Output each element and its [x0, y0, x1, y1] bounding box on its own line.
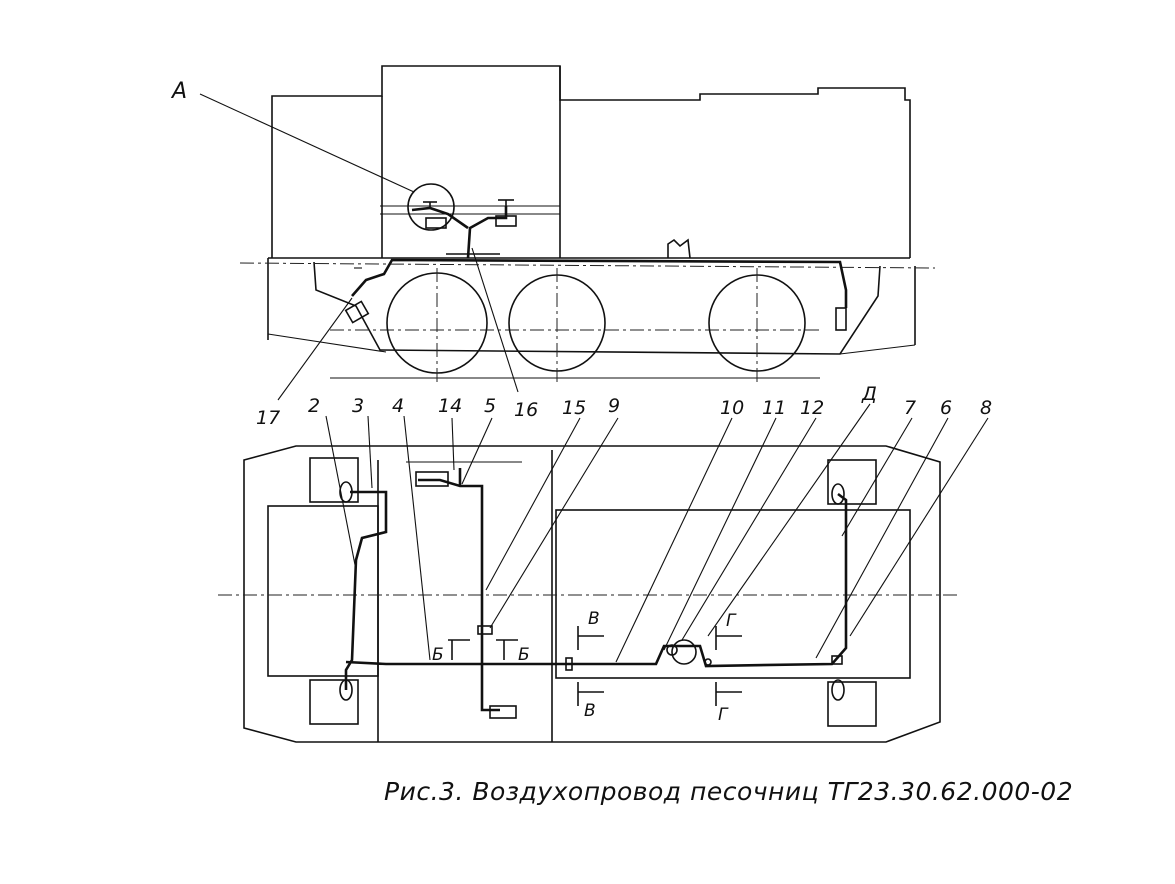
section-b-left-label: Б: [432, 645, 444, 665]
sander-fr: [831, 483, 845, 505]
section-v-bottom-label: В: [584, 701, 596, 721]
label-10: 10: [720, 397, 744, 419]
label-12: 12: [800, 397, 824, 419]
sander-rr: [831, 679, 845, 701]
leader-7: [841, 417, 913, 537]
label-2: 2: [308, 395, 320, 417]
coupling-9: [477, 625, 493, 635]
leader-9: [489, 417, 619, 629]
plan-right-hood: [555, 509, 911, 679]
vertical-feed-pipe: [466, 206, 508, 259]
label-11: 11: [762, 397, 786, 419]
section-v-top-label: В: [588, 609, 600, 629]
leader-17: [277, 297, 353, 401]
leader-d: [707, 403, 871, 637]
valve-a-right: [495, 215, 517, 227]
leader-5: [461, 417, 493, 485]
sandbox-rear-left: [309, 679, 359, 725]
side-axis-line: [239, 262, 936, 269]
pipe-bracket-mid: [667, 238, 691, 259]
sandbox-front-right: [827, 459, 877, 505]
valve-14: [415, 471, 449, 487]
fitting-11: [666, 644, 678, 656]
plan-frame-outline: [243, 445, 941, 743]
reservoir-12: [671, 639, 697, 665]
valve-rear-center: [489, 705, 517, 719]
sander-nozzle-left: [344, 300, 370, 324]
section-g-top-label: Г: [726, 611, 737, 631]
leader-6: [815, 417, 949, 659]
sandbox-rear-right: [827, 681, 877, 727]
label-6: 6: [940, 397, 952, 419]
center-branch-pipe: [418, 478, 500, 712]
figure-caption: Рис.3. Воздухопровод песочниц ТГ23.30.62…: [384, 777, 1073, 806]
label-8: 8: [980, 397, 992, 419]
leader-11: [663, 417, 777, 651]
label-17: 17: [256, 407, 280, 429]
label-d: Д: [861, 383, 877, 405]
section-g-bottom-label: Г: [718, 705, 729, 725]
leader-10: [615, 417, 733, 663]
valve-a-left: [425, 217, 447, 229]
leader-lines: [277, 247, 989, 663]
sander-nozzle-right: [835, 307, 847, 331]
left-riser-pipe: [344, 490, 388, 690]
drain-fitting: [704, 658, 712, 666]
label-5: 5: [484, 395, 496, 417]
sandbox-front-left: [309, 457, 359, 503]
leader-8: [849, 417, 989, 637]
leader-14: [451, 417, 455, 471]
side-air-pipe: [351, 258, 848, 308]
coupling-6: [831, 655, 843, 665]
section-b-right-label: Б: [518, 645, 530, 665]
leader-2: [325, 415, 357, 571]
locomotive-body-outline: [271, 65, 911, 258]
side-view: А: [170, 65, 936, 384]
leader-12: [681, 417, 817, 641]
label-3: 3: [352, 395, 364, 417]
leader-16: [471, 247, 519, 393]
buffer-beam-right: [839, 344, 916, 355]
label-16: 16: [514, 399, 538, 421]
leader-3: [367, 415, 373, 489]
plan-left-hood: [267, 505, 379, 677]
coupling-10: [565, 657, 573, 671]
feed-pipe-branch: [411, 206, 469, 230]
label-14: 14: [438, 395, 462, 417]
detail-a-leader: [199, 93, 415, 193]
label-9: 9: [608, 395, 620, 417]
bogie-frame-outline: [313, 261, 881, 355]
leader-15: [485, 417, 581, 591]
label-15: 15: [562, 397, 586, 419]
detail-a-circle: [407, 183, 455, 231]
buffer-beam-left: [267, 333, 387, 353]
label-7: 7: [904, 397, 916, 419]
leader-4: [403, 415, 431, 661]
detail-a-label: А: [170, 79, 187, 104]
plan-view: Б Б В В Г Г: [218, 445, 960, 743]
label-4: 4: [392, 395, 404, 417]
position-labels: 17 2 3 4 14 5 16 15 9 10 11 12 Д 7 6 8: [256, 383, 992, 429]
